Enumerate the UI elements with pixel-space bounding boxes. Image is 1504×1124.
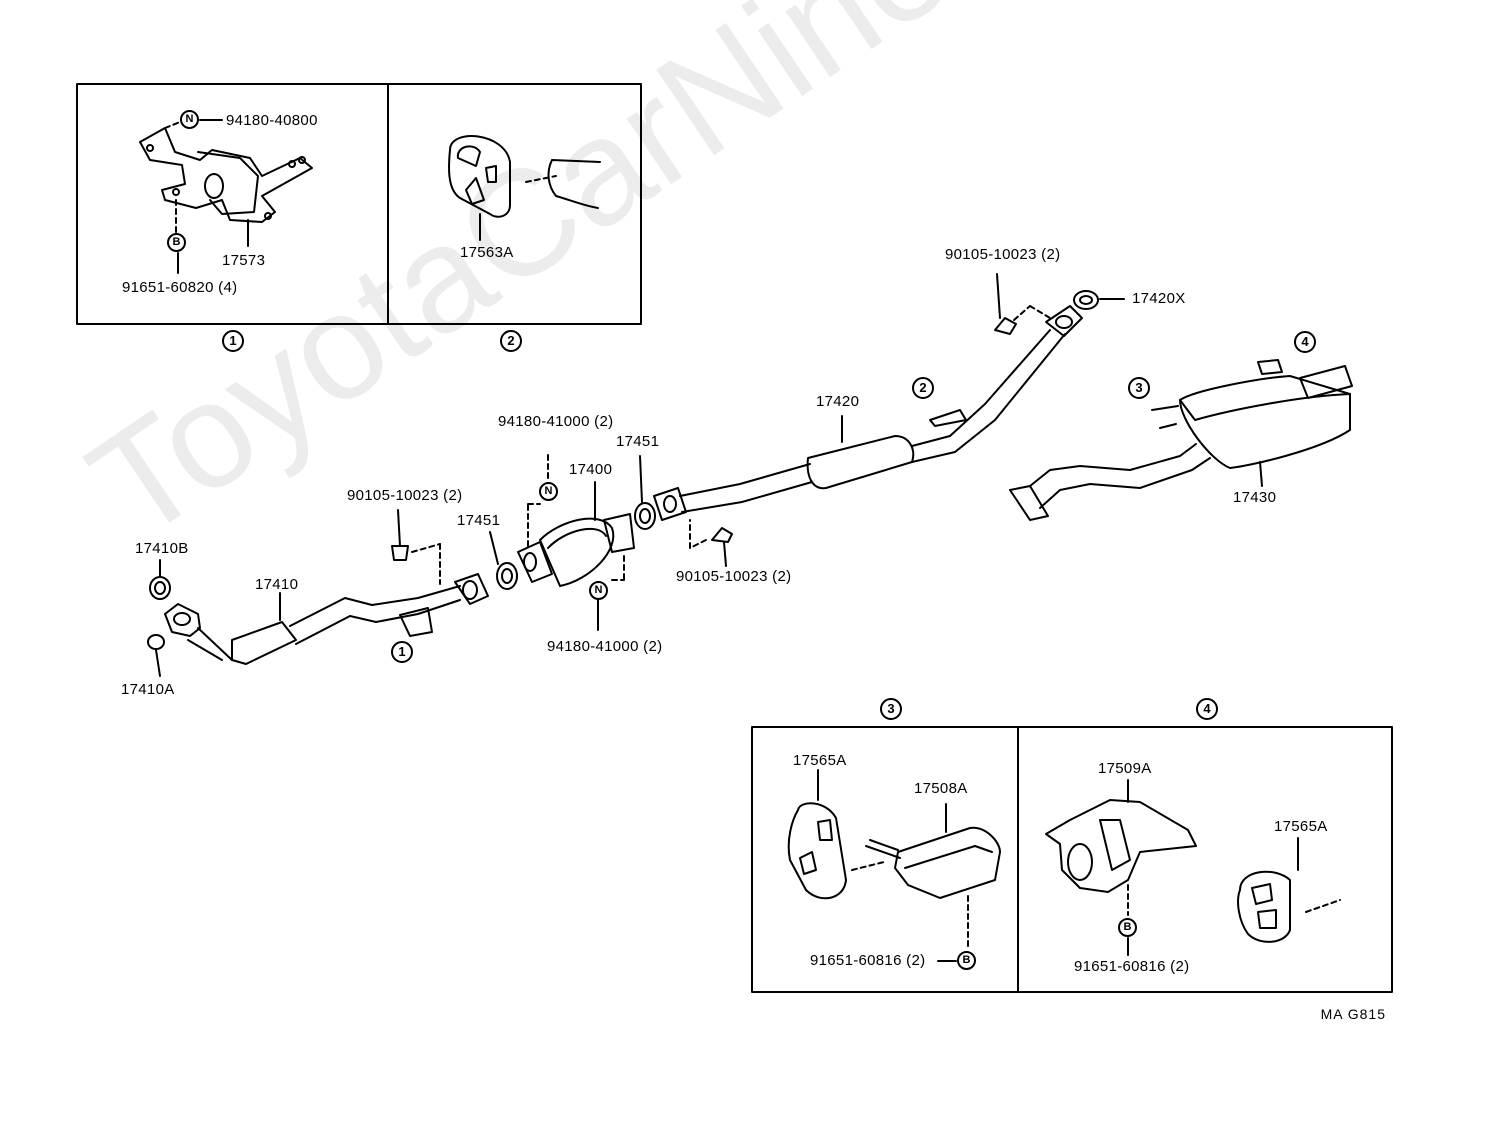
converter-drawing — [517, 454, 635, 631]
bolt-marker-inset4: B — [1118, 918, 1137, 937]
bolt-marker-inset3: B — [957, 951, 976, 970]
part-90105-10023-label-3: 90105-10023 (2) — [945, 246, 1061, 263]
part-17400-label: 17400 — [569, 461, 613, 478]
diagram-code: MA G815 — [1320, 1006, 1386, 1022]
section-1-marker: 1 — [222, 330, 244, 352]
bracket-hanger-drawing — [139, 119, 313, 274]
part-17420-label: 17420 — [816, 393, 860, 410]
part-17508a-label: 17508A — [914, 780, 968, 797]
inset-frame-bottom — [751, 726, 1393, 993]
gasket-1-drawing — [489, 531, 518, 590]
part-91651-60816-label-inset3: 91651-60816 (2) — [810, 952, 926, 969]
part-17565a-label-inset4: 17565A — [1274, 818, 1328, 835]
part-17451-label-1: 17451 — [457, 512, 501, 529]
center-pipe-drawing — [653, 305, 1083, 521]
nut-marker-top: N — [539, 482, 558, 501]
part-17410a-label: 17410A — [121, 681, 175, 698]
bolt-3-drawing — [994, 273, 1051, 335]
hanger-3-callout: 3 — [1128, 377, 1150, 399]
section-4-marker: 4 — [1196, 698, 1218, 720]
bolt-marker-inset1: B — [167, 233, 186, 252]
hanger-2-callout: 2 — [912, 377, 934, 399]
part-17410-label: 17410 — [255, 576, 299, 593]
part-17509a-label: 17509A — [1098, 760, 1152, 777]
part-17410b-label: 17410B — [135, 540, 189, 557]
part-94180-41000-label-top: 94180-41000 (2) — [498, 413, 614, 430]
part-91651-60820-label: 91651-60820 (4) — [122, 279, 238, 296]
nut-marker-bottom: N — [589, 581, 608, 600]
gasket-3-drawing — [1073, 290, 1125, 310]
hanger-4-callout: 4 — [1294, 331, 1316, 353]
part-17451-label-2: 17451 — [616, 433, 660, 450]
part-17563a-label: 17563A — [460, 244, 514, 261]
inset3-drawing — [787, 769, 1001, 962]
part-17420x-label: 17420X — [1132, 290, 1186, 307]
part-90105-10023-label-2: 90105-10023 (2) — [676, 568, 792, 585]
section-3-marker: 3 — [880, 698, 902, 720]
part-17573-label: 17573 — [222, 252, 266, 269]
inset4-drawing — [1045, 779, 1341, 956]
bolt-1-drawing — [391, 509, 441, 585]
part-91651-60816-label-inset4: 91651-60816 (2) — [1074, 958, 1190, 975]
gasket-2-drawing — [634, 455, 656, 530]
part-94180-41000-label-bottom: 94180-41000 (2) — [547, 638, 663, 655]
part-17430-label: 17430 — [1233, 489, 1277, 506]
hanger-1-callout: 1 — [391, 641, 413, 663]
part-90105-10023-label-1: 90105-10023 (2) — [347, 487, 463, 504]
nut-marker-inset1: N — [180, 110, 199, 129]
muffler-drawing — [1009, 359, 1353, 521]
front-pipe-drawing — [147, 559, 489, 677]
inset-frame-top — [76, 83, 642, 325]
part-17565a-label-inset3: 17565A — [793, 752, 847, 769]
part-94180-40800-label: 94180-40800 — [226, 112, 318, 129]
bolt-2-drawing — [689, 519, 733, 567]
section-2-marker: 2 — [500, 330, 522, 352]
rubber-hanger-drawing — [448, 135, 601, 241]
